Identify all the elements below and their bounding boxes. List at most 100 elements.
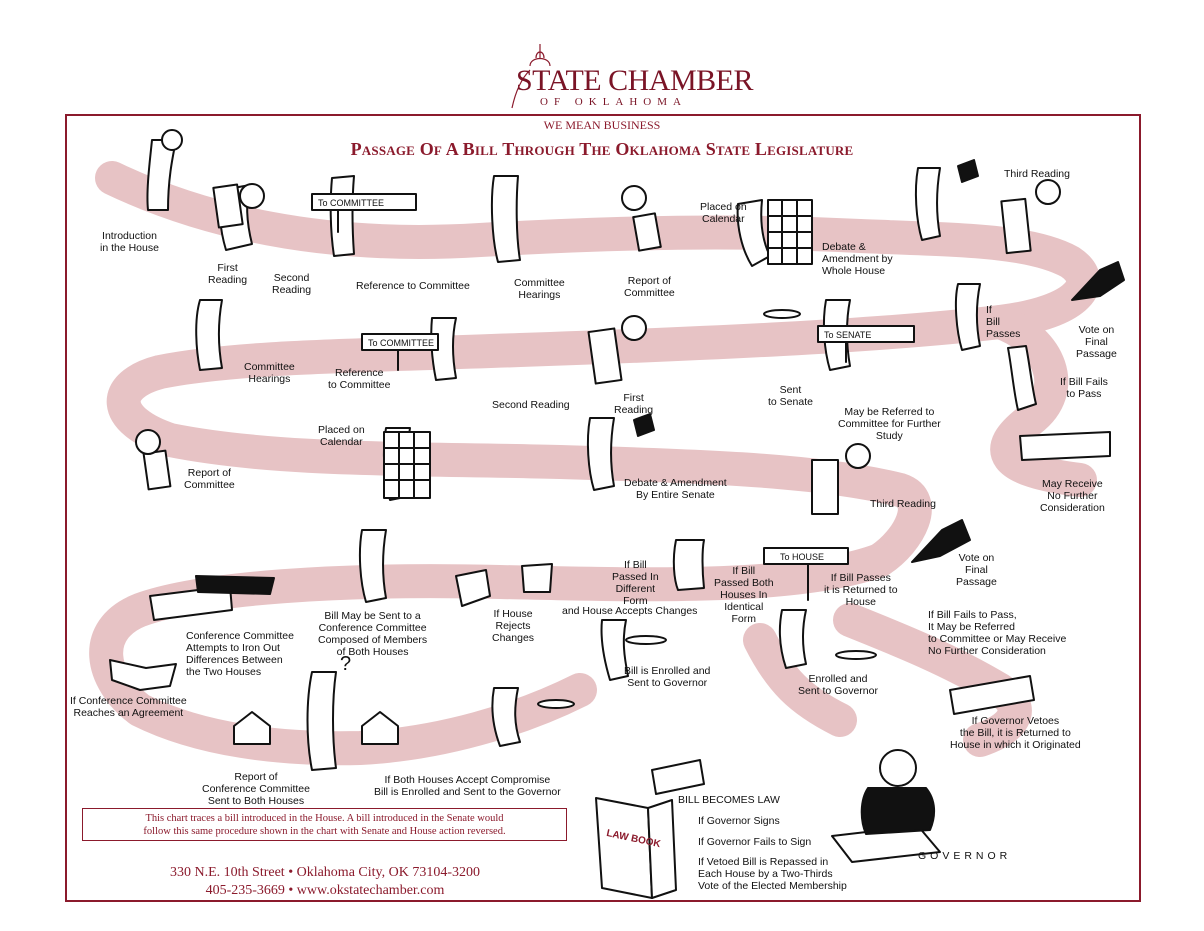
brand-tagline: WE MEAN BUSINESS <box>543 118 661 132</box>
step-senate-calendar: Placed on Calendar <box>318 424 365 448</box>
step-house-accepts: and House Accepts Changes <box>562 605 698 617</box>
question-mark: ? <box>340 653 351 675</box>
character-head-1 <box>621 185 647 211</box>
character-head-8 <box>239 183 265 209</box>
ribbon-path-right <box>983 305 1097 497</box>
rejecting-hand <box>521 563 553 593</box>
voting-hand-2 <box>911 519 971 563</box>
gavel-2 <box>633 413 655 437</box>
bill-figure-19 <box>949 675 1035 715</box>
calendar-grid-2 <box>383 431 431 499</box>
step-third-reading: Third Reading <box>1004 168 1070 180</box>
sign-to-senate: To SENATE <box>824 330 872 340</box>
sign-to-house: To HOUSE <box>780 552 825 562</box>
step-senate-second-reading: Second Reading <box>492 399 570 411</box>
signpost-house <box>763 547 849 601</box>
bill-figure-6 <box>914 167 941 241</box>
step-accept-compromise: If Both Houses Accept Compromise Bill is… <box>374 774 561 798</box>
step-committee-hearings: Committee Hearings <box>514 277 565 301</box>
law-heading: BILL BECOMES LAW <box>678 794 780 806</box>
bill-figure-3 <box>329 175 355 257</box>
character-head-6 <box>879 749 917 787</box>
capitol-dome-logo <box>511 44 551 109</box>
voting-hand-1 <box>1071 261 1125 301</box>
page-title: Passage Of A Bill Through The Oklahoma S… <box>350 139 854 159</box>
step-returned-to-house: If Bill Passes it is Returned to House <box>824 572 898 608</box>
step-further-study: May be Referred to Committee for Further… <box>838 406 941 442</box>
ribbon-path-lower <box>89 543 897 766</box>
step-identical-form: If Bill Passed Both Houses In Identical … <box>714 565 774 625</box>
step-sent-to-senate: Sent to Senate <box>768 384 813 408</box>
step-conference-report: Report of Conference Committee Sent to B… <box>202 771 310 807</box>
step-enrolled-sent-governor-2: Bill is Enrolled and Sent to Governor <box>624 665 711 689</box>
step-iron-out-differences: Conference Committee Attempts to Iron Ou… <box>186 630 294 678</box>
step-conference-agreement: If Conference Committee Reaches an Agree… <box>70 695 187 719</box>
step-reference-to-committee: Reference to Committee <box>356 280 470 292</box>
contact-phone-web: 405-235-3669 • www.okstatechamber.com <box>205 883 445 898</box>
contact-address: 330 N.E. 10th Street • Oklahoma City, OK… <box>169 865 481 880</box>
signpost-committee-2 <box>361 333 439 371</box>
note-text: This chart traces a bill introduced in t… <box>143 813 506 837</box>
hat-3 <box>835 650 877 660</box>
step-senate-debate: Debate & Amendment By Entire Senate <box>624 477 727 501</box>
paper-sheet-3 <box>587 327 623 385</box>
handshake <box>109 659 177 691</box>
bill-figure-18 <box>778 609 807 669</box>
outer-frame <box>65 114 1141 902</box>
character-head-2 <box>1035 179 1061 205</box>
step-senate-reference: Reference to Committee <box>328 367 391 391</box>
step-different-form: If Bill Passed In Different Form <box>612 559 659 607</box>
sign-to-committee-1: To COMMITTEE <box>318 198 385 208</box>
bill-figure-13 <box>358 529 387 603</box>
law-book-spine <box>647 799 677 899</box>
step-senate-first-reading: First Reading <box>614 392 654 416</box>
paper-sheet-2 <box>1000 197 1032 255</box>
step-senate-vote: Vote on Final Passage <box>956 552 997 588</box>
thumbs-down <box>455 569 491 607</box>
paper-sheet-1 <box>212 183 244 229</box>
step-house-rejects: If House Rejects Changes <box>492 608 535 644</box>
governor-label: GOVERNOR <box>918 850 1012 862</box>
bill-figure-23 <box>651 759 705 795</box>
step-placed-on-calendar: Placed on Calendar <box>700 201 747 225</box>
bill-figure-14 <box>672 539 705 591</box>
paper-sheet-5 <box>142 449 172 491</box>
step-senate-fails: If Bill Fails to Pass, It May be Referre… <box>928 609 1067 657</box>
character-head-3 <box>621 315 647 341</box>
signpost-committee-1 <box>311 193 417 233</box>
step-if-bill-passes: If Bill Passes <box>986 304 1021 340</box>
building-house-2 <box>361 711 399 745</box>
step-senate-report: Report of Committee <box>184 467 235 491</box>
bill-figure-7 <box>195 299 223 371</box>
character-head-5 <box>845 443 871 469</box>
step-vote-final-passage: Vote on Final Passage <box>1076 324 1117 360</box>
step-debate-whole-house: Debate & Amendment by Whole House <box>822 241 893 277</box>
step-if-bill-fails: If Bill Fails to Pass <box>1060 376 1108 400</box>
step-introduction: Introduction in the House <box>100 230 159 254</box>
bill-figure-1 <box>146 139 177 211</box>
character-head-4 <box>135 429 161 455</box>
signpost-senate <box>817 325 915 363</box>
ribbon-path-governor <box>743 623 857 737</box>
character-head-7 <box>161 129 183 151</box>
bill-figure-4 <box>490 175 521 263</box>
calendar-grid-1 <box>767 199 813 265</box>
hat-2 <box>625 635 667 645</box>
law-condition-signs: If Governor Signs <box>698 815 780 827</box>
step-enrolled-sent-governor: Enrolled and Sent to Governor <box>798 673 878 697</box>
law-condition-fails-sign: If Governor Fails to Sign <box>698 836 812 848</box>
ribbon-path-main <box>95 161 1101 577</box>
hat-4 <box>537 699 575 709</box>
step-first-reading: First Reading <box>208 262 248 286</box>
bill-figure-11 <box>586 417 615 491</box>
iron <box>195 575 275 595</box>
step-no-further-consideration: May Receive No Further Consideration <box>1040 478 1105 514</box>
bill-figure-10 <box>954 283 981 351</box>
building-house-1 <box>233 711 271 745</box>
bill-figure-20 <box>1019 431 1111 461</box>
bill-figure-5 <box>736 199 771 267</box>
contact-info: 330 N.E. 10th Street • Oklahoma City, OK… <box>80 864 570 900</box>
